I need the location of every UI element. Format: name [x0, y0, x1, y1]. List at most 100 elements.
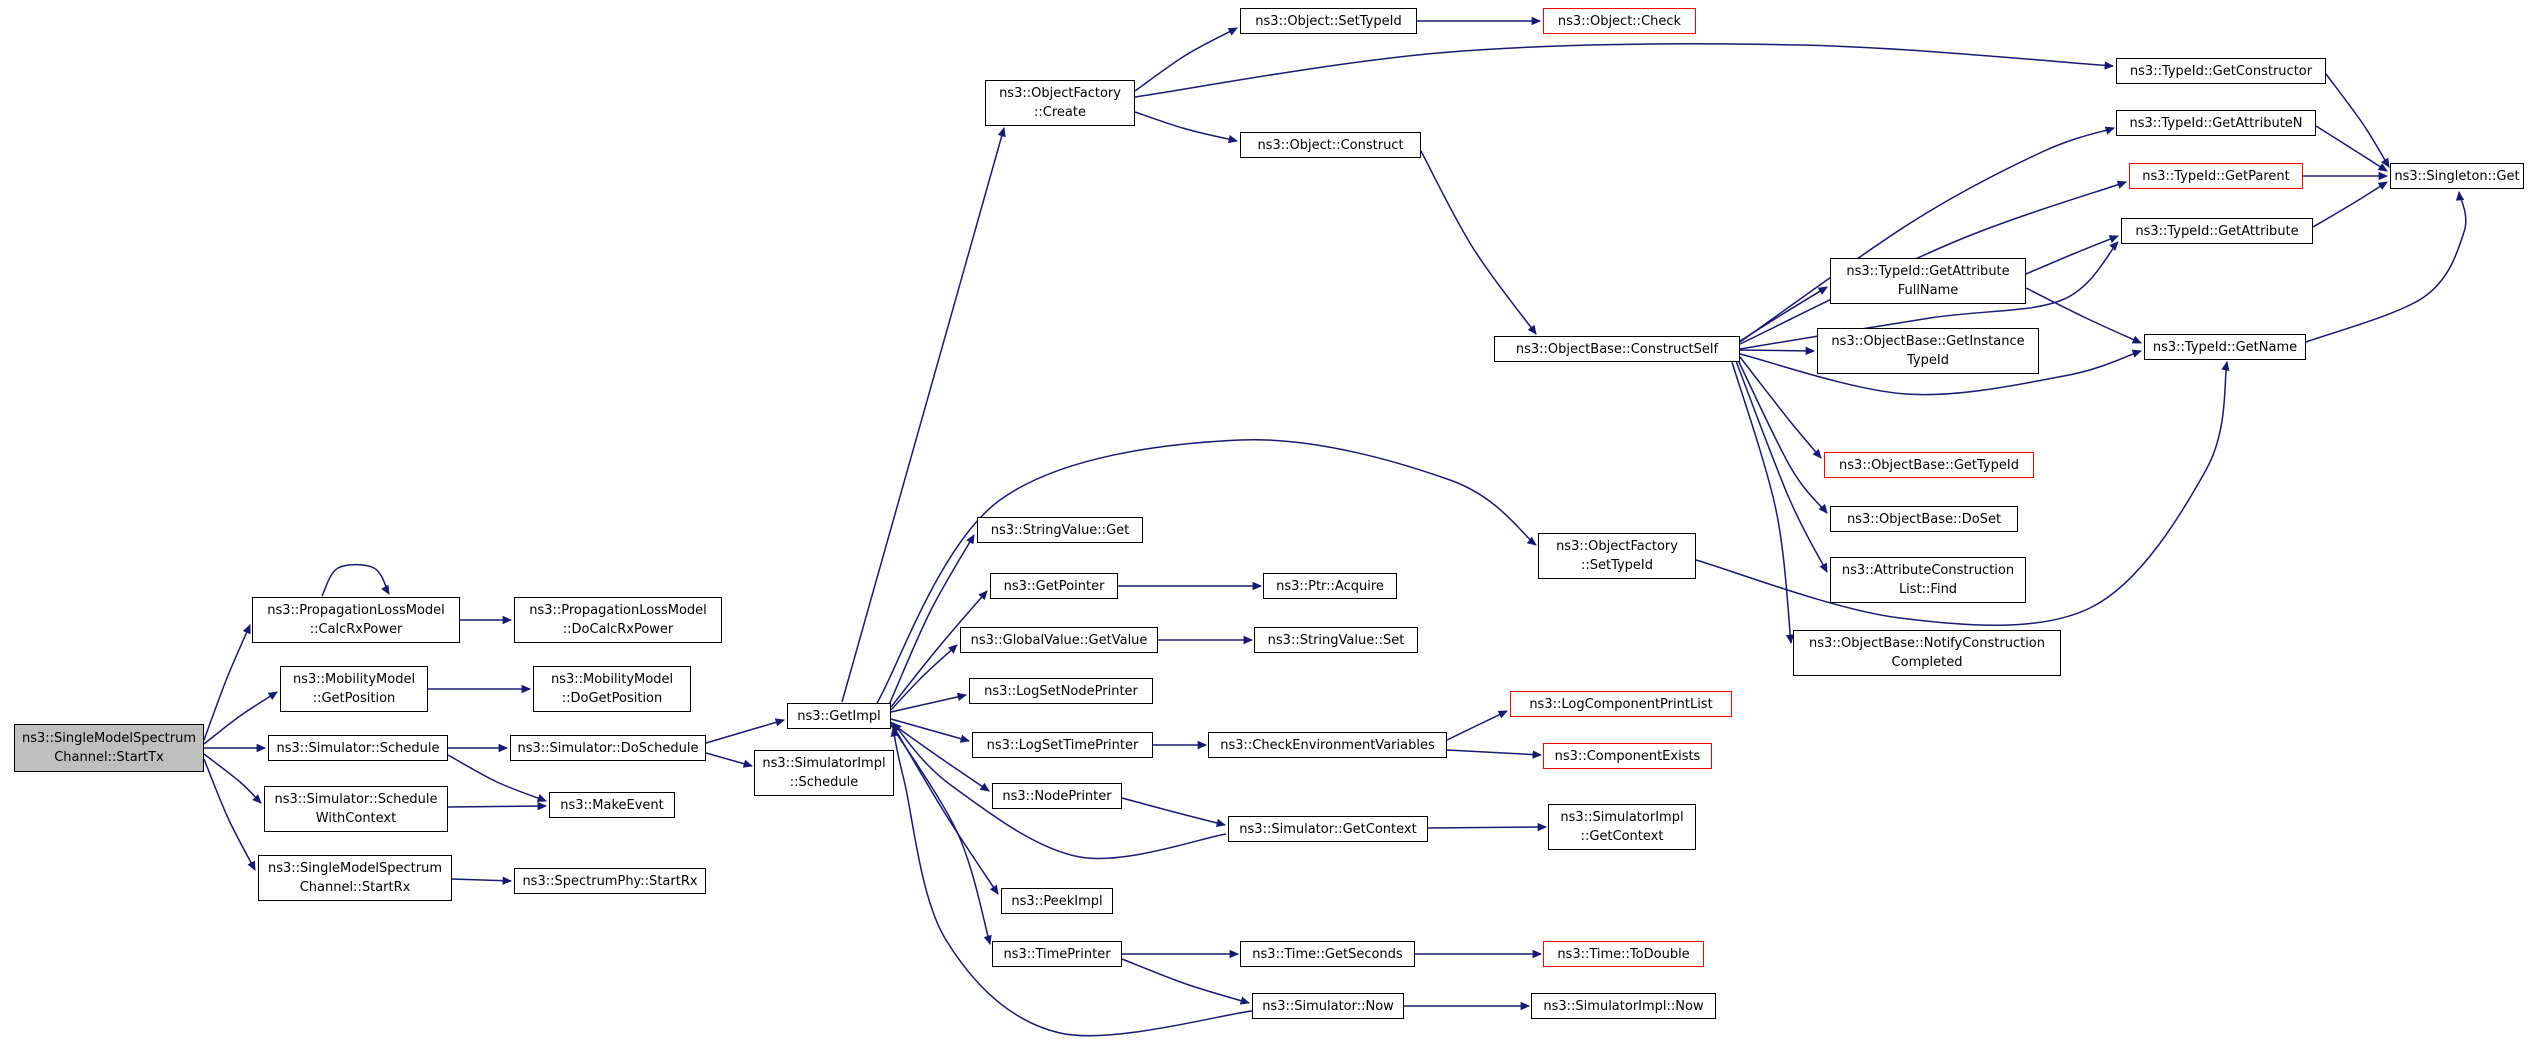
graph-node-log-set-time-printer[interactable]: ns3::LogSetTimePrinter: [972, 732, 1153, 758]
call-edge-object-base-construct-self-to-type-id-get-attribute: [1739, 241, 2119, 350]
graph-node-node-printer[interactable]: ns3::NodePrinter: [992, 783, 1122, 809]
graph-node-simulator-get-context[interactable]: ns3::Simulator::GetContext: [1228, 816, 1428, 842]
graph-node-label: ns3::TypeId::GetAttribute: [2135, 223, 2299, 239]
graph-node-global-value-get-value[interactable]: ns3::GlobalValue::GetValue: [960, 627, 1158, 653]
call-edge-get-impl-to-object-factory-set-type-id: [876, 438, 1537, 704]
graph-node-label: ns3::Simulator::GetContext: [1239, 821, 1417, 837]
graph-node-object-set-type-id[interactable]: ns3::Object::SetTypeId: [1240, 8, 1417, 34]
graph-node-label: ns3::TypeId::GetConstructor: [2129, 63, 2313, 79]
graph-node-label: ns3::ObjectBase::ConstructSelf: [1515, 341, 1719, 357]
graph-node-label: List::Find: [1898, 582, 1958, 597]
call-edge-get-impl-to-get-pointer: [890, 590, 988, 708]
call-edge-object-base-construct-self-to-type-id-get-parent: [1739, 180, 2127, 345]
call-edge-do-schedule-to-get-impl: [705, 718, 786, 744]
graph-node-label: FullName: [1897, 283, 1959, 298]
graph-node-type-id-get-attribute-n[interactable]: ns3::TypeId::GetAttributeN: [2116, 110, 2316, 136]
graph-node-object-base-construct-self[interactable]: ns3::ObjectBase::ConstructSelf: [1494, 336, 1740, 362]
graph-node-label: ns3::PropagationLossModel: [529, 603, 707, 618]
graph-node-label: ns3::Simulator::Schedule: [274, 792, 438, 807]
graph-node-label: ns3::PeekImpl: [1011, 893, 1103, 909]
graph-node-time-get-seconds[interactable]: ns3::Time::GetSeconds: [1240, 941, 1415, 967]
call-edge-object-factory-create-to-type-id-get-constructor: [1134, 43, 2115, 98]
graph-node-type-id-get-constructor[interactable]: ns3::TypeId::GetConstructor: [2116, 58, 2326, 84]
graph-node-label: ns3::ObjectBase::DoSet: [1846, 511, 2002, 527]
graph-node-object-factory-set-type-id[interactable]: ns3::ObjectFactory::SetTypeId: [1538, 533, 1696, 579]
graph-node-object-check[interactable]: ns3::Object::Check: [1543, 8, 1696, 34]
graph-node-type-id-get-parent[interactable]: ns3::TypeId::GetParent: [2129, 163, 2303, 189]
call-edge-get-impl-to-object-factory-create: [841, 126, 1006, 703]
call-edge-type-id-get-attribute-full-name-to-type-id-get-name: [2025, 287, 2142, 344]
graph-node-label: ns3::NodePrinter: [1002, 788, 1112, 804]
call-edge-start-tx-to-get-position: [203, 691, 278, 745]
graph-node-label: ::SetTypeId: [1580, 558, 1654, 573]
graph-node-type-id-get-name[interactable]: ns3::TypeId::GetName: [2144, 334, 2306, 360]
graph-node-label: ns3::LogSetNodePrinter: [984, 683, 1138, 699]
graph-node-do-calc-rx-power[interactable]: ns3::PropagationLossModel::DoCalcRxPower: [514, 597, 722, 643]
graph-node-log-set-node-printer[interactable]: ns3::LogSetNodePrinter: [969, 678, 1153, 704]
graph-node-get-pointer[interactable]: ns3::GetPointer: [990, 573, 1118, 599]
graph-node-check-environment-variables[interactable]: ns3::CheckEnvironmentVariables: [1208, 732, 1447, 758]
call-edge-type-id-get-attribute-to-singleton-get: [2312, 181, 2388, 228]
graph-node-simulator-now[interactable]: ns3::Simulator::Now: [1252, 993, 1404, 1019]
graph-node-label: Channel::StartRx: [299, 880, 411, 895]
graph-node-get-position[interactable]: ns3::MobilityModel::GetPosition: [280, 666, 428, 712]
graph-node-label: ::CalcRxPower: [309, 622, 403, 637]
graph-node-simulator-impl-now[interactable]: ns3::SimulatorImpl::Now: [1531, 993, 1716, 1019]
call-edge-start-rx-to-spectrum-phy-start-rx: [451, 876, 513, 885]
graph-node-time-to-double[interactable]: ns3::Time::ToDouble: [1543, 941, 1704, 967]
call-edge-schedule-with-context-to-make-event: [447, 801, 548, 811]
graph-node-simulator-impl-schedule[interactable]: ns3::SimulatorImpl::Schedule: [754, 750, 894, 796]
graph-node-do-get-position[interactable]: ns3::MobilityModel::DoGetPosition: [533, 666, 691, 712]
graph-node-string-value-set[interactable]: ns3::StringValue::Set: [1254, 627, 1418, 653]
edge-group: [203, 16, 2467, 1037]
graph-node-calc-rx-power[interactable]: ns3::PropagationLossModel::CalcRxPower: [252, 597, 460, 643]
graph-node-ptr-acquire[interactable]: ns3::Ptr::Acquire: [1263, 573, 1397, 599]
graph-node-object-base-get-type-id[interactable]: ns3::ObjectBase::GetTypeId: [1824, 452, 2034, 478]
graph-node-object-base-do-set[interactable]: ns3::ObjectBase::DoSet: [1830, 506, 2018, 532]
graph-node-make-event[interactable]: ns3::MakeEvent: [549, 792, 675, 818]
graph-node-peek-impl[interactable]: ns3::PeekImpl: [1001, 888, 1113, 914]
graph-node-spectrum-phy-start-rx[interactable]: ns3::SpectrumPhy::StartRx: [514, 868, 706, 894]
graph-node-label: ns3::ObjectBase::NotifyConstruction: [1809, 636, 2045, 651]
call-edge-object-base-construct-self-to-object-base-do-set: [1737, 359, 1828, 514]
graph-node-string-value-get[interactable]: ns3::StringValue::Get: [977, 517, 1143, 543]
graph-node-label: WithContext: [315, 811, 397, 826]
graph-node-component-exists[interactable]: ns3::ComponentExists: [1543, 743, 1712, 769]
graph-node-label: ns3::MakeEvent: [560, 797, 664, 813]
call-edge-object-base-construct-self-to-type-id-get-attribute-n: [1739, 126, 2115, 343]
graph-node-time-printer[interactable]: ns3::TimePrinter: [992, 941, 1122, 967]
graph-node-label: ns3::Object::Construct: [1257, 137, 1404, 153]
graph-node-singleton-get[interactable]: ns3::Singleton::Get: [2390, 163, 2524, 189]
graph-node-label: ns3::SimulatorImpl: [762, 756, 886, 771]
graph-node-label: ns3::StringValue::Set: [1267, 632, 1405, 648]
graph-node-label: ns3::ObjectFactory: [999, 86, 1121, 101]
graph-node-label: ns3::Ptr::Acquire: [1276, 578, 1384, 594]
graph-node-log-component-print-list[interactable]: ns3::LogComponentPrintList: [1510, 691, 1732, 717]
graph-node-object-construct[interactable]: ns3::Object::Construct: [1240, 132, 1421, 158]
graph-node-object-factory-create[interactable]: ns3::ObjectFactory::Create: [985, 80, 1135, 126]
graph-node-get-impl[interactable]: ns3::GetImpl: [787, 703, 891, 729]
call-edge-do-schedule-to-simulator-impl-schedule: [705, 752, 754, 768]
graph-node-label: ns3::ObjectBase::GetInstance: [1831, 334, 2025, 349]
call-edge-type-id-get-constructor-to-singleton-get: [2325, 73, 2390, 168]
graph-node-type-id-get-attribute[interactable]: ns3::TypeId::GetAttribute: [2121, 218, 2313, 244]
graph-node-label: ns3::GetPointer: [1003, 578, 1105, 594]
call-edge-object-base-construct-self-to-object-base-get-instance-type-id: [1739, 346, 1816, 356]
graph-node-label: ::GetPosition: [312, 691, 396, 706]
call-edge-object-base-construct-self-to-type-id-get-attribute-full-name: [1739, 286, 1828, 342]
call-edge-get-impl-to-time-printer: [890, 724, 992, 946]
graph-node-label: ns3::Simulator::DoSchedule: [517, 740, 699, 756]
call-edge-object-factory-create-to-object-set-type-id: [1134, 27, 1238, 92]
graph-node-schedule[interactable]: ns3::Simulator::Schedule: [268, 735, 448, 761]
graph-node-do-schedule[interactable]: ns3::Simulator::DoSchedule: [510, 735, 706, 761]
call-edge-type-id-get-attribute-full-name-to-type-id-get-attribute: [2025, 235, 2119, 275]
graph-node-label: ns3::TypeId::GetAttributeN: [2129, 115, 2303, 131]
graph-node-simulator-impl-get-context[interactable]: ns3::SimulatorImpl::GetContext: [1548, 804, 1696, 850]
